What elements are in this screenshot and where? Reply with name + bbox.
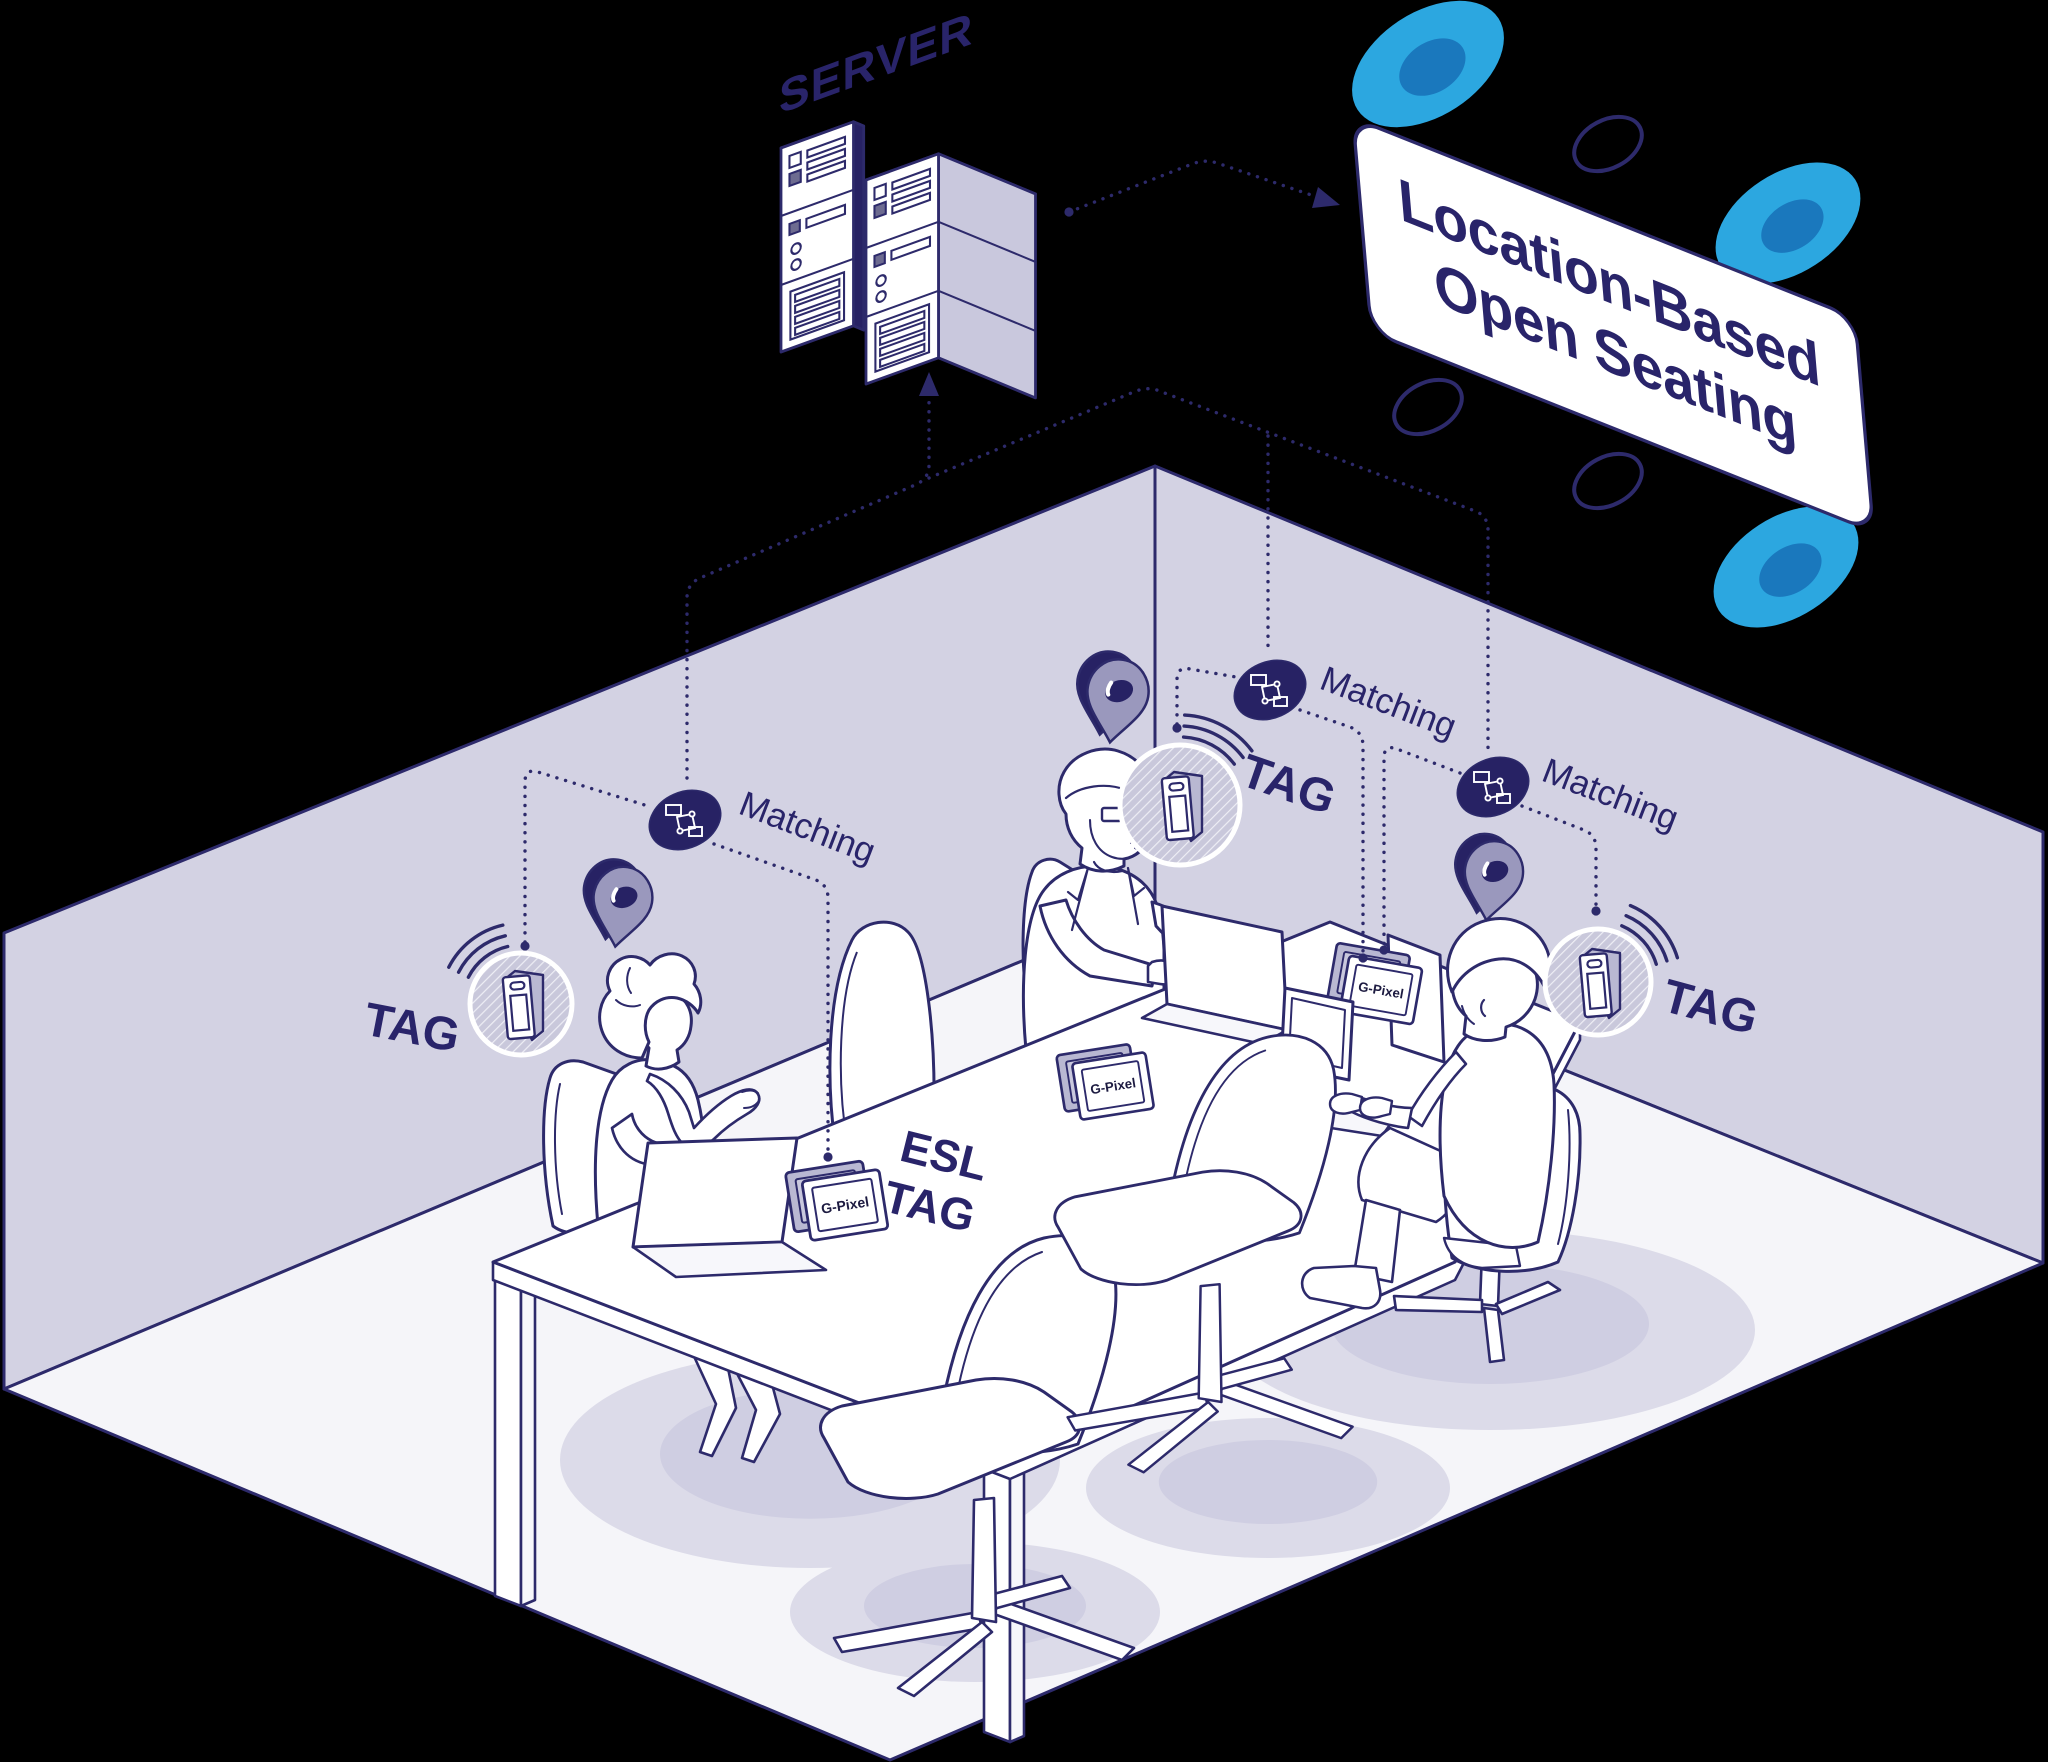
server-label: SERVER bbox=[779, 3, 973, 125]
arrow-into-card bbox=[1312, 187, 1340, 208]
dot-tag3 bbox=[1591, 906, 1601, 916]
woman-hair bbox=[598, 952, 703, 1060]
dot-esl1 bbox=[823, 1152, 833, 1162]
table-items: G-Pixel G-Pixel G-Pixel bbox=[631, 904, 1446, 1279]
tag-badge-right bbox=[1542, 903, 1680, 1038]
esl-device-label: G-Pixel bbox=[820, 1193, 870, 1216]
matching-icon bbox=[1250, 674, 1288, 707]
esl-device-label: G-Pixel bbox=[1089, 1075, 1137, 1097]
dot-tag2 bbox=[1172, 723, 1182, 733]
laptop-woman bbox=[631, 1136, 828, 1279]
wifi-icon bbox=[1183, 713, 1254, 753]
pin-center bbox=[1076, 650, 1150, 745]
conn-junction-right bbox=[927, 387, 1490, 752]
dot-tag1 bbox=[520, 941, 530, 951]
ring-2 bbox=[1392, 377, 1464, 437]
matching-badge-left bbox=[648, 789, 722, 851]
decor-blobs bbox=[1352, 0, 1861, 628]
ring-1 bbox=[1572, 114, 1644, 174]
dot-esl3b bbox=[1379, 945, 1389, 955]
dot-esl3a bbox=[1358, 953, 1368, 963]
chair-b bbox=[1053, 1033, 1354, 1474]
laptop-man-standing bbox=[1140, 904, 1289, 1046]
wifi-icon bbox=[1624, 914, 1669, 963]
conn-match3-tag3 bbox=[1520, 804, 1598, 908]
conn-match2-esl3 bbox=[1298, 708, 1365, 956]
wifi-icon bbox=[1181, 735, 1236, 766]
conn-match1-esl1 bbox=[712, 842, 830, 1154]
wifi-icon bbox=[466, 944, 510, 979]
connectors bbox=[520, 159, 1601, 1162]
tag-badge-center bbox=[1117, 713, 1254, 868]
server: SERVER bbox=[779, 3, 1037, 400]
wifi-icon bbox=[1620, 924, 1658, 966]
wifi-icon bbox=[1182, 724, 1245, 760]
dot-server-out bbox=[1064, 207, 1074, 217]
conn-tag1-match1 bbox=[523, 769, 650, 944]
tag-badge-left bbox=[447, 923, 575, 1058]
arrow-into-server bbox=[919, 372, 939, 396]
matching-icon bbox=[1473, 771, 1511, 804]
matching-icon bbox=[665, 804, 703, 837]
wifi-icon bbox=[456, 934, 507, 974]
matching-badge-center bbox=[1233, 659, 1307, 721]
wifi-icon bbox=[447, 923, 505, 969]
esl-device-1: G-Pixel bbox=[784, 1159, 890, 1242]
wifi-icon bbox=[1628, 903, 1680, 960]
esl-device-2: G-Pixel bbox=[1055, 1043, 1155, 1121]
matching-badge-right bbox=[1456, 756, 1530, 818]
conn-tag2-match2 bbox=[1175, 666, 1238, 726]
blob-bottom bbox=[1713, 506, 1859, 628]
pin-right bbox=[1454, 832, 1525, 923]
pin-left bbox=[582, 858, 654, 949]
blob-top bbox=[1352, 0, 1504, 128]
esl-device-3: G-Pixel bbox=[1326, 942, 1424, 1026]
conn-server-card bbox=[1067, 159, 1322, 214]
man-sitting bbox=[1300, 917, 1582, 1364]
shadow-chair-b bbox=[1086, 1418, 1450, 1558]
table-leg-left bbox=[493, 1264, 537, 1608]
blob-right bbox=[1715, 162, 1861, 284]
ring-3 bbox=[1572, 451, 1644, 511]
chair-a bbox=[819, 1234, 1136, 1698]
